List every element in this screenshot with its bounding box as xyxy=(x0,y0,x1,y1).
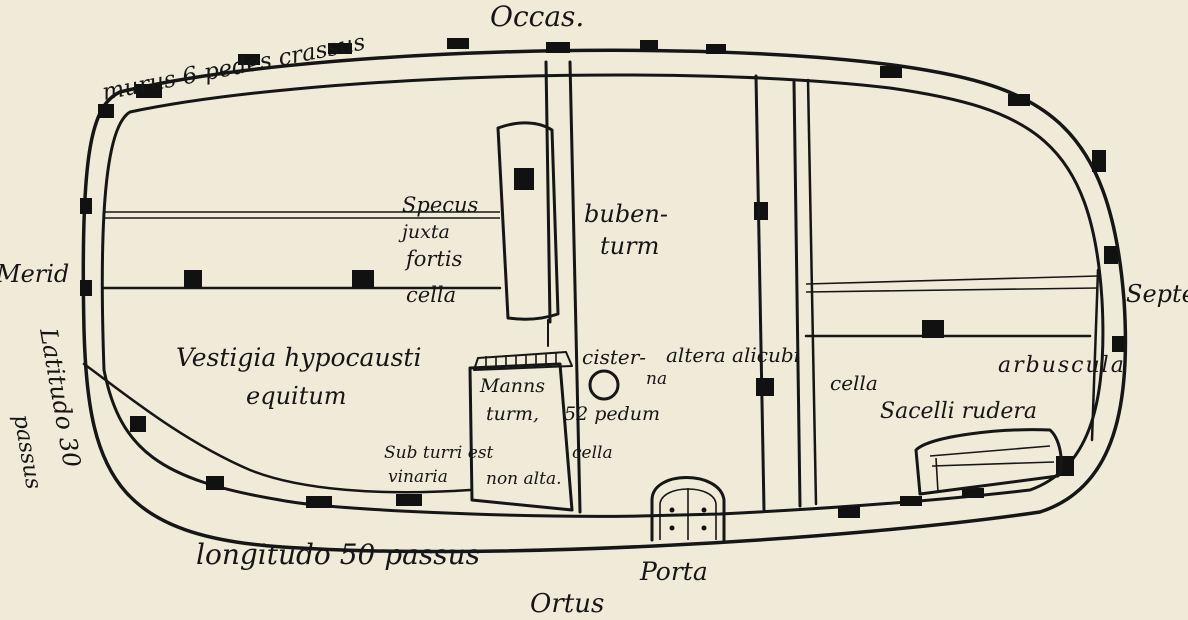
porta-stud xyxy=(669,525,675,531)
label-fortis: fortis xyxy=(404,247,463,271)
buben-turm-wall xyxy=(544,60,552,324)
wall-block xyxy=(130,416,146,432)
wall-block xyxy=(838,506,860,518)
label-equitum: equitum xyxy=(246,382,347,410)
wall-block xyxy=(206,476,224,490)
wall-block xyxy=(80,198,92,214)
wall-block xyxy=(900,496,922,506)
label-manns-turm: turm, xyxy=(486,403,539,425)
road-wall xyxy=(792,80,802,508)
building-block xyxy=(184,270,202,288)
porta-stud xyxy=(701,507,707,513)
label-longitudo: longitudo 50 passus xyxy=(196,538,480,571)
road-wall xyxy=(754,74,766,512)
label-buben: buben- xyxy=(584,200,668,228)
label-specus: Specus xyxy=(402,193,479,217)
label-52-pedum: 52 pedum xyxy=(564,403,660,425)
wall-block xyxy=(640,40,658,50)
building-block xyxy=(756,378,774,396)
building-block xyxy=(922,320,944,338)
wall-block xyxy=(706,44,726,54)
outer-wall-outer-line xyxy=(81,48,1128,554)
building-block xyxy=(352,270,374,288)
porta-stud xyxy=(701,525,707,531)
label-cisterna: cister- xyxy=(582,345,646,369)
wall-block xyxy=(306,496,332,508)
label-occasus: Occas. xyxy=(490,0,584,33)
label-sub-turri: Sub turri est xyxy=(384,443,494,463)
buben-turm-wall xyxy=(568,60,582,514)
label-manns: Manns xyxy=(479,375,545,397)
label-arbuscula: arbuscula xyxy=(998,353,1126,378)
label-latitudo: Latitudo 30 xyxy=(34,325,86,469)
wall-block xyxy=(880,66,902,78)
wall-block xyxy=(1008,94,1030,106)
wall-block xyxy=(546,42,570,53)
label-septentrio: Septe xyxy=(1126,280,1188,308)
label-cella-2: cella xyxy=(572,443,613,463)
wall-block xyxy=(136,84,162,98)
building-block xyxy=(754,202,768,220)
manns-turm xyxy=(468,362,574,512)
wall-block xyxy=(1104,246,1118,264)
outer-wall-inner-line xyxy=(100,73,1105,518)
chapel-ruins xyxy=(914,428,1063,496)
inner-wall-line xyxy=(1090,268,1100,442)
cistern-icon xyxy=(588,369,620,401)
label-non-alta: non alta. xyxy=(486,469,561,489)
label-juxta: juxta xyxy=(398,221,450,243)
label-vinaria: vinaria xyxy=(388,467,448,487)
label-altera-cella: cella xyxy=(830,371,878,395)
wall-block xyxy=(447,38,469,49)
label-vestigia: Vestigia hypocausti xyxy=(176,343,421,372)
label-cisterna-na: na xyxy=(646,369,667,389)
building-line xyxy=(805,287,1099,293)
label-porta: Porta xyxy=(639,557,708,586)
label-altera: altera alicubi xyxy=(666,343,800,367)
specus-tower-block xyxy=(514,168,534,190)
manns-turm-battlements xyxy=(485,353,557,368)
label-buben-turm: turm xyxy=(600,232,659,260)
porta-gate xyxy=(650,476,726,542)
specus-tower xyxy=(496,121,560,321)
wall-block xyxy=(238,54,260,65)
wall-block xyxy=(1092,150,1106,172)
label-sacelli-rudera: Sacelli rudera xyxy=(880,399,1037,424)
label-cella-1: cella xyxy=(406,283,456,307)
label-passus: passus xyxy=(8,413,46,491)
building-line xyxy=(805,275,1099,285)
label-meridies: Merid xyxy=(0,260,69,288)
wall-block xyxy=(98,104,114,118)
wall-block xyxy=(328,43,352,54)
label-ortus: Ortus xyxy=(530,589,604,619)
porta-stud xyxy=(669,507,675,513)
chapel-ruins-inner xyxy=(929,445,1055,493)
wall-block xyxy=(1112,336,1124,352)
wall-block xyxy=(396,494,422,506)
inner-path xyxy=(82,362,472,494)
wall-block xyxy=(962,488,984,498)
wall-block xyxy=(80,280,92,296)
